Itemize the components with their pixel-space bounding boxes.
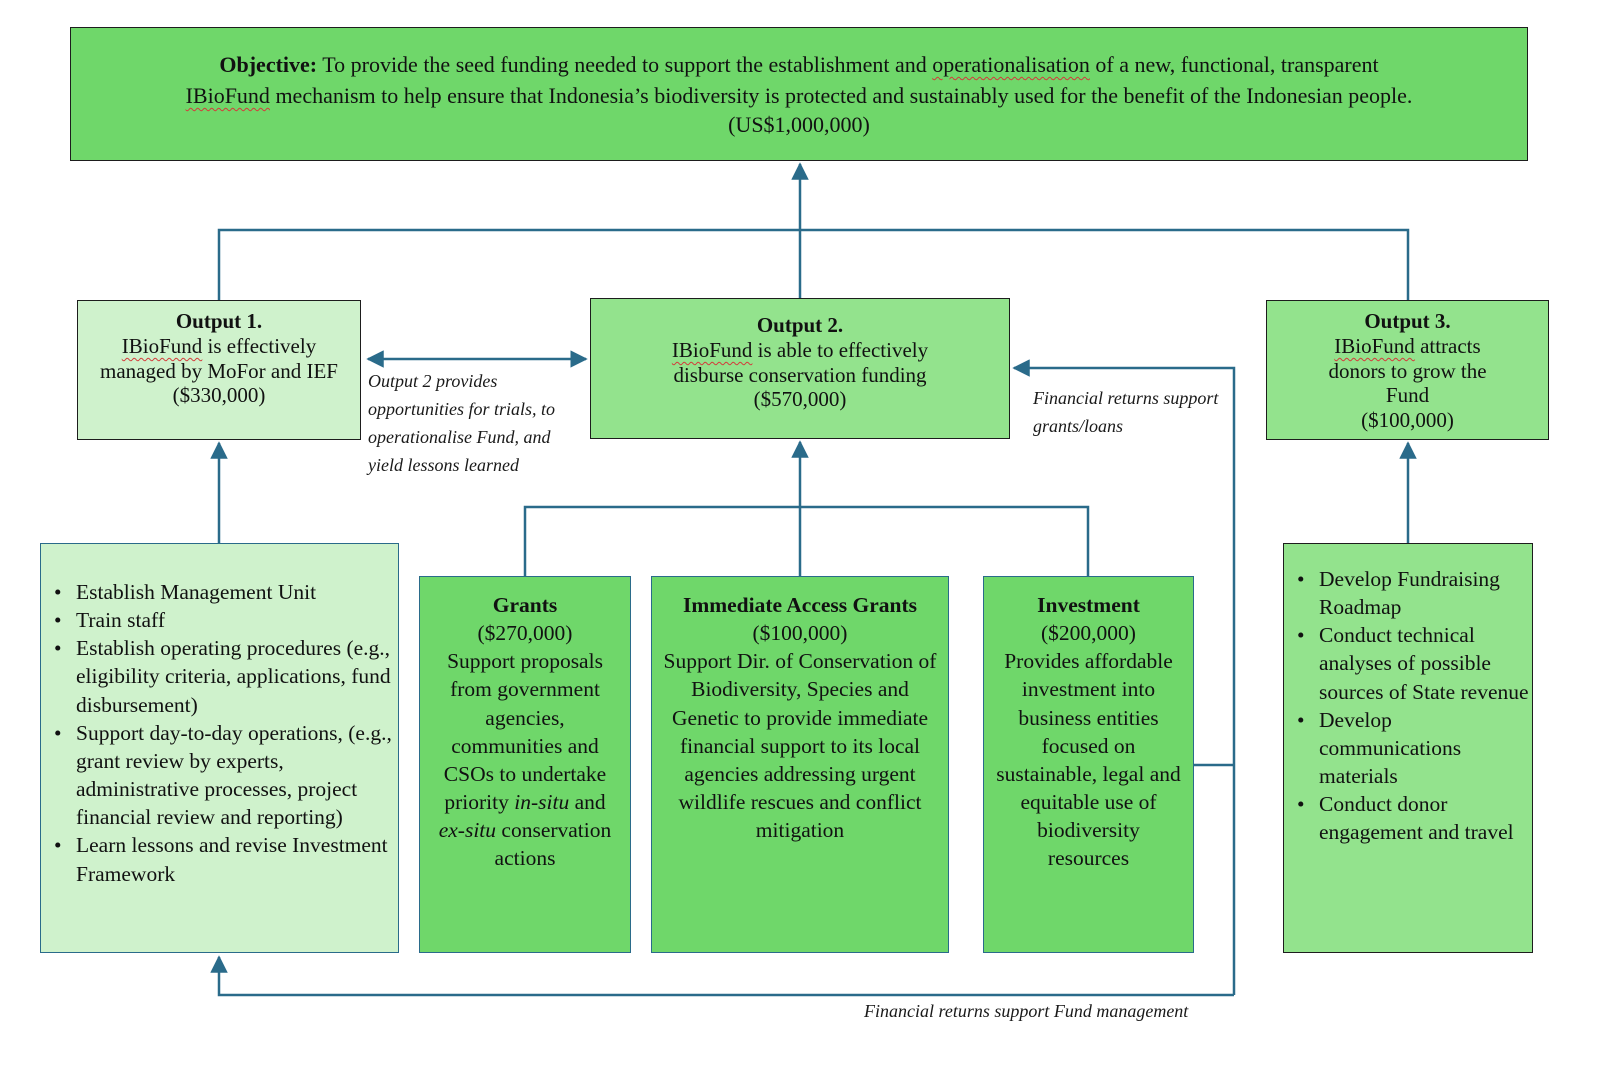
output-2-description: IBioFund is able to effectively disburse… <box>671 337 929 387</box>
output-1-box: Output 1. IBioFund is effectively manage… <box>77 300 361 440</box>
activity-item: Learn lessons and revise Investment Fram… <box>54 831 398 887</box>
connector-output3-to-objective <box>800 228 1410 300</box>
output-3-description: IBioFund attracts donors to grow the Fun… <box>1328 333 1487 408</box>
objective-box: Objective: To provide the seed funding n… <box>70 27 1528 161</box>
output-2-box: Output 2. IBioFund is able to effectivel… <box>590 298 1010 439</box>
output-2-amount: ($570,000) <box>753 387 847 412</box>
grants-title: Grants <box>492 593 558 617</box>
connector-grants <box>523 505 800 576</box>
output-1-amount: ($330,000) <box>172 383 266 408</box>
activity-item: Conduct technical analyses of possible s… <box>1297 621 1532 705</box>
activity-item: Develop Fundraising Roadmap <box>1297 565 1532 621</box>
note-output2-lessons: Output 2 provides opportunities for tria… <box>368 371 556 475</box>
activity-item: Establish Management Unit <box>54 578 398 606</box>
immediate-access-grants-description: Support Dir. of Conservation of Biodiver… <box>663 649 937 843</box>
activity-item: Conduct donor engagement and travel <box>1297 790 1532 846</box>
activity-item: Support day-to-day operations, (e.g., gr… <box>54 719 398 832</box>
investment-title: Investment <box>1037 593 1140 617</box>
activity-item: Develop communications materials <box>1297 706 1532 790</box>
investment-description: Provides affordable investment into busi… <box>996 649 1181 871</box>
grants-description: Support proposals from government agenci… <box>438 649 612 871</box>
output-1-title: Output 1. <box>175 309 263 333</box>
activity-item: Establish operating procedures (e.g., el… <box>54 634 398 718</box>
output-3-box: Output 3. IBioFund attracts donors to gr… <box>1266 300 1549 440</box>
immediate-access-grants-title: Immediate Access Grants <box>682 593 918 617</box>
output-3-amount: ($100,000) <box>1361 408 1454 433</box>
investment-box: Investment ($200,000) Provides affordabl… <box>983 576 1194 953</box>
immediate-access-grants-amount: ($100,000) <box>752 621 848 646</box>
arrow-returns-to-output2 <box>1012 359 1236 995</box>
output-3-title: Output 3. <box>1364 309 1451 333</box>
activity-item: Train staff <box>54 606 398 634</box>
objective-amount: (US$1,000,000) <box>728 111 870 137</box>
output-1-activities: Establish Management Unit Train staff Es… <box>40 543 399 953</box>
note-returns-grants: Financial returns support grants/loans <box>1033 388 1219 436</box>
immediate-access-grants-box: Immediate Access Grants ($100,000) Suppo… <box>651 576 949 953</box>
connector-output1-to-objective <box>217 228 800 300</box>
grants-amount: ($270,000) <box>477 621 573 646</box>
objective-text: Objective: To provide the seed funding n… <box>185 52 1413 108</box>
output-1-description: IBioFund is effectively managed by MoFor… <box>100 333 338 383</box>
output-3-activities: Develop Fundraising Roadmap Conduct tech… <box>1283 543 1533 953</box>
arrow-returns-to-management <box>210 955 1234 997</box>
note-returns-management: Financial returns support Fund managemen… <box>864 1001 1189 1021</box>
investment-amount: ($200,000) <box>1041 621 1136 646</box>
output-2-title: Output 2. <box>756 313 844 337</box>
connector-investment <box>800 505 1090 576</box>
grants-box: Grants ($270,000) Support proposals from… <box>419 576 631 953</box>
